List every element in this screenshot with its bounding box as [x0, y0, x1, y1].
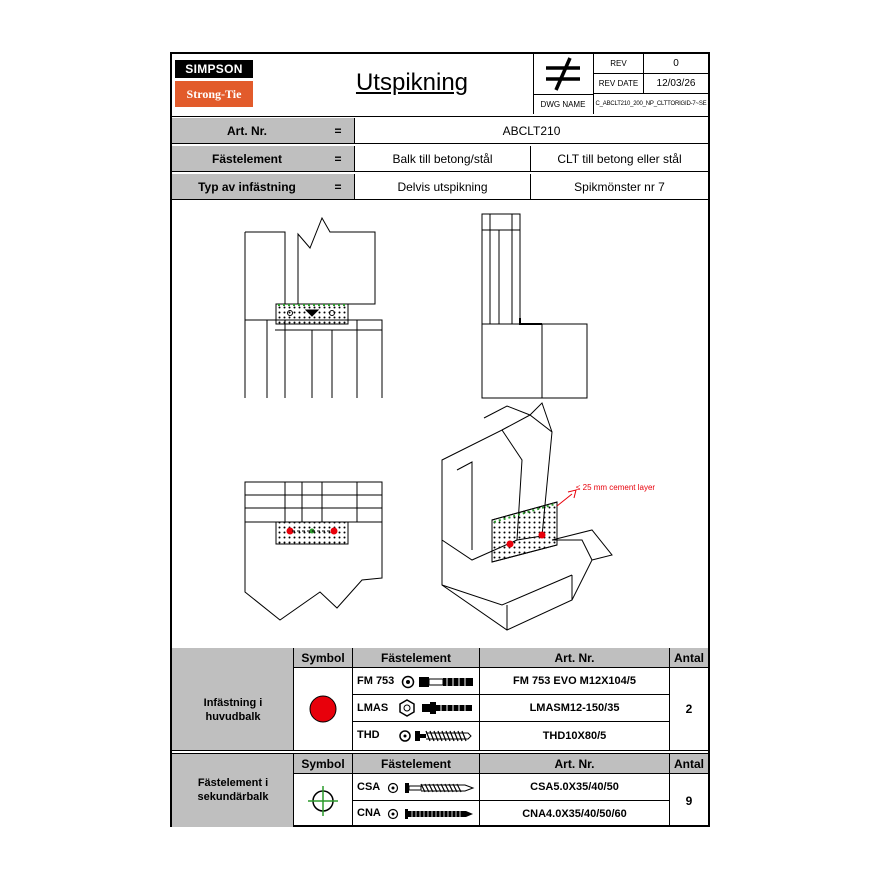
table2-art-csa: CSA5.0X35/40/50	[480, 774, 670, 801]
fast-eq: =	[334, 152, 342, 166]
not-equal-symbol	[533, 54, 593, 114]
table1-row-lmas: LMAS	[353, 695, 480, 722]
green-crosshair-icon	[308, 785, 338, 816]
dwg-name-label: DWG NAME	[533, 94, 593, 114]
fastener-name: CSA	[357, 781, 381, 793]
plan-view	[244, 481, 383, 621]
table1-art-header: Art. Nr.	[480, 648, 670, 668]
red-dot-icon	[309, 695, 337, 723]
table1-art-thd: THD10X80/5	[480, 722, 670, 750]
info-row-typ	[172, 174, 354, 200]
table2-antal-header: Antal	[670, 754, 708, 774]
table1-antal-header: Antal	[670, 648, 708, 668]
table1-section-cell	[172, 648, 294, 750]
table1-symbol-header: Symbol	[294, 648, 353, 668]
brand-bottom: Strong-Tie	[175, 81, 253, 107]
side-view	[481, 213, 588, 399]
dwg-name-value: C_ABCLT210_200_NP_CLTTORIGID-7~SE	[593, 94, 708, 114]
table2-art-header: Art. Nr.	[480, 754, 670, 774]
table2-section-label: Fästelement i sekundärbalk	[197, 777, 269, 803]
technical-drawing: ≤ 25 mm cement layer	[244, 213, 655, 631]
table-separator	[172, 750, 708, 754]
typ-right: Spikmönster nr 7	[530, 174, 708, 200]
brand-top: SIMPSON	[175, 60, 253, 78]
typ-left: Delvis utspikning	[354, 174, 530, 200]
art-eq: =	[334, 124, 342, 138]
fastener-name: CNA	[357, 807, 381, 819]
table1-art-lmas: LMASM12-150/35	[480, 695, 670, 722]
brand-logo: SIMPSON	[175, 60, 253, 78]
isometric-view	[441, 402, 613, 631]
typ-eq: =	[334, 180, 342, 194]
table2-art-cna: CNA4.0X35/40/50/60	[480, 801, 670, 827]
rev-date-label: REV DATE	[593, 74, 643, 94]
rev-date-value: 12/03/26	[643, 74, 708, 94]
art-label: Art. Nr.	[226, 124, 267, 138]
info-row-art	[172, 118, 354, 144]
table1-row-thd: THD	[353, 722, 480, 750]
table2-symbol-cell	[294, 774, 353, 827]
nail-icon	[387, 808, 473, 820]
table2-symbol-header: Symbol	[294, 754, 353, 774]
rev-value: 0	[643, 54, 708, 74]
fastener-name: LMAS	[357, 702, 389, 714]
table2-element-header: Fästelement	[353, 754, 480, 774]
table2-row-csa: CSA	[353, 774, 480, 801]
wood-screw-icon	[387, 782, 475, 794]
page-title: Utspikning	[355, 69, 469, 96]
table1-row-fm753: FM 753	[353, 668, 480, 695]
typ-label: Typ av infästning	[198, 180, 296, 194]
art-value: ABCLT210	[354, 118, 708, 144]
fast-right: CLT till betong eller stål	[530, 146, 708, 172]
table1-element-header: Fästelement	[353, 648, 480, 668]
table2-section-cell	[172, 754, 294, 827]
table1-section-label: Infästning i huvudbalk	[203, 696, 263, 723]
fastener-name: THD	[357, 729, 380, 741]
not-equal-icon	[546, 57, 580, 91]
table1-antal-value: 2	[685, 702, 693, 716]
concrete-screw-icon	[399, 730, 472, 742]
cement-layer-annotation: ≤ 25 mm cement layer	[576, 483, 655, 492]
table1-art-fm753: FM 753 EVO M12X104/5	[480, 668, 670, 695]
table2-row-cna: CNA	[353, 801, 480, 827]
lmas-anchor-icon	[399, 699, 472, 717]
fast-left: Balk till betong/stål	[354, 146, 530, 172]
anchor-bolt-icon	[401, 675, 473, 689]
drawing-sheet: SIMPSON Strong-Tie Utspikning DWG NAME R…	[170, 52, 710, 827]
fastener-name: FM 753	[357, 675, 395, 687]
info-row-fast	[172, 146, 354, 172]
table1-symbol-cell	[294, 668, 353, 750]
table2-antal-value: 9	[685, 793, 693, 808]
fast-label: Fästelement	[211, 152, 283, 166]
rev-label: REV	[593, 54, 643, 74]
front-view	[244, 216, 383, 398]
